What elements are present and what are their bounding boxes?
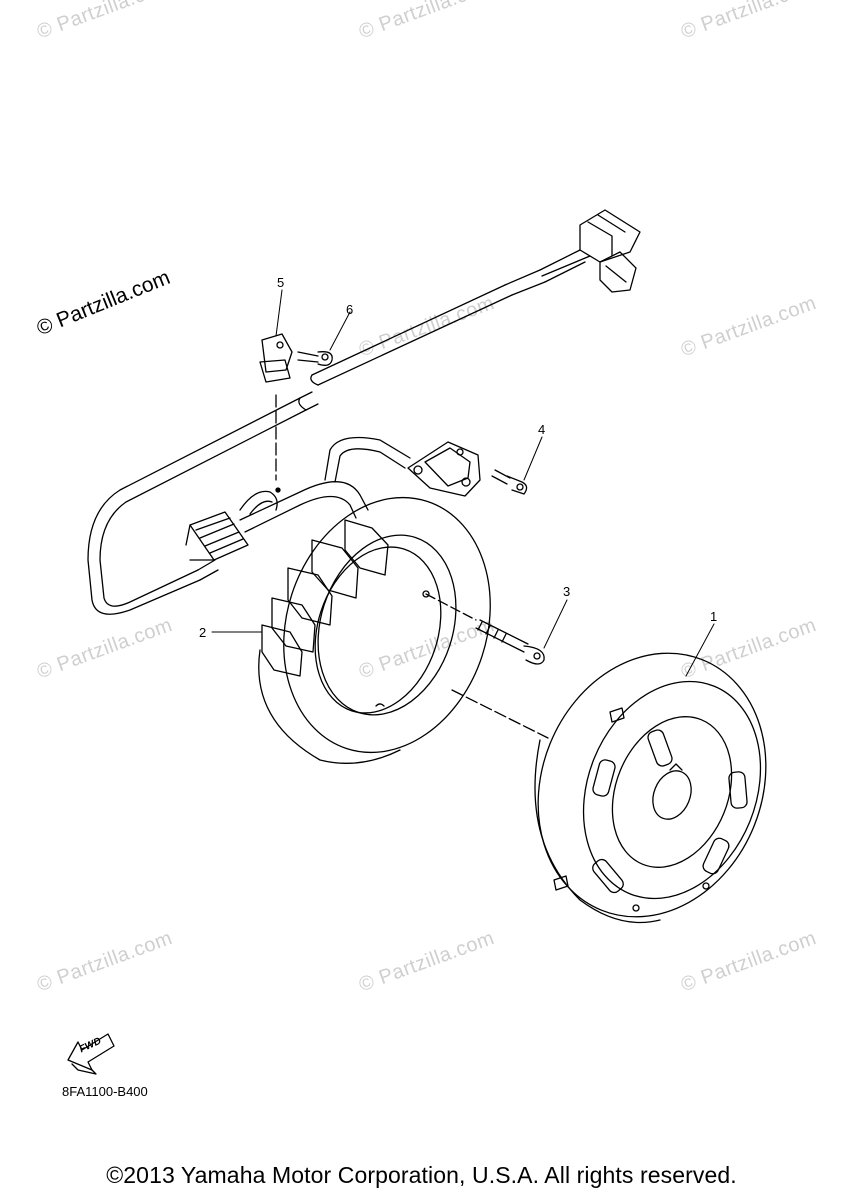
callout-3: 3 [563,584,571,599]
wire-coupler [185,511,249,561]
callout-1: 1 [710,609,718,624]
callout-2: 2 [199,625,207,640]
fwd-arrow-icon [67,1033,115,1075]
stator [258,496,491,764]
callout-5: 5 [277,275,285,290]
diagram-code: 8FA1100-B400 [62,1084,148,1099]
screw-6 [297,351,333,366]
callout-4: 4 [538,422,546,437]
callout-6: 6 [346,302,354,317]
lead-clamp [407,441,481,497]
callout-leaders [211,289,715,677]
wire-harness [87,209,641,615]
rotor-flywheel [451,652,767,924]
copyright-notice: ©2013 Yamaha Motor Corporation, U.S.A. A… [106,1162,737,1188]
bolt-3 [425,593,545,665]
bracket-5 [259,333,293,383]
bolt-4 [491,469,528,495]
